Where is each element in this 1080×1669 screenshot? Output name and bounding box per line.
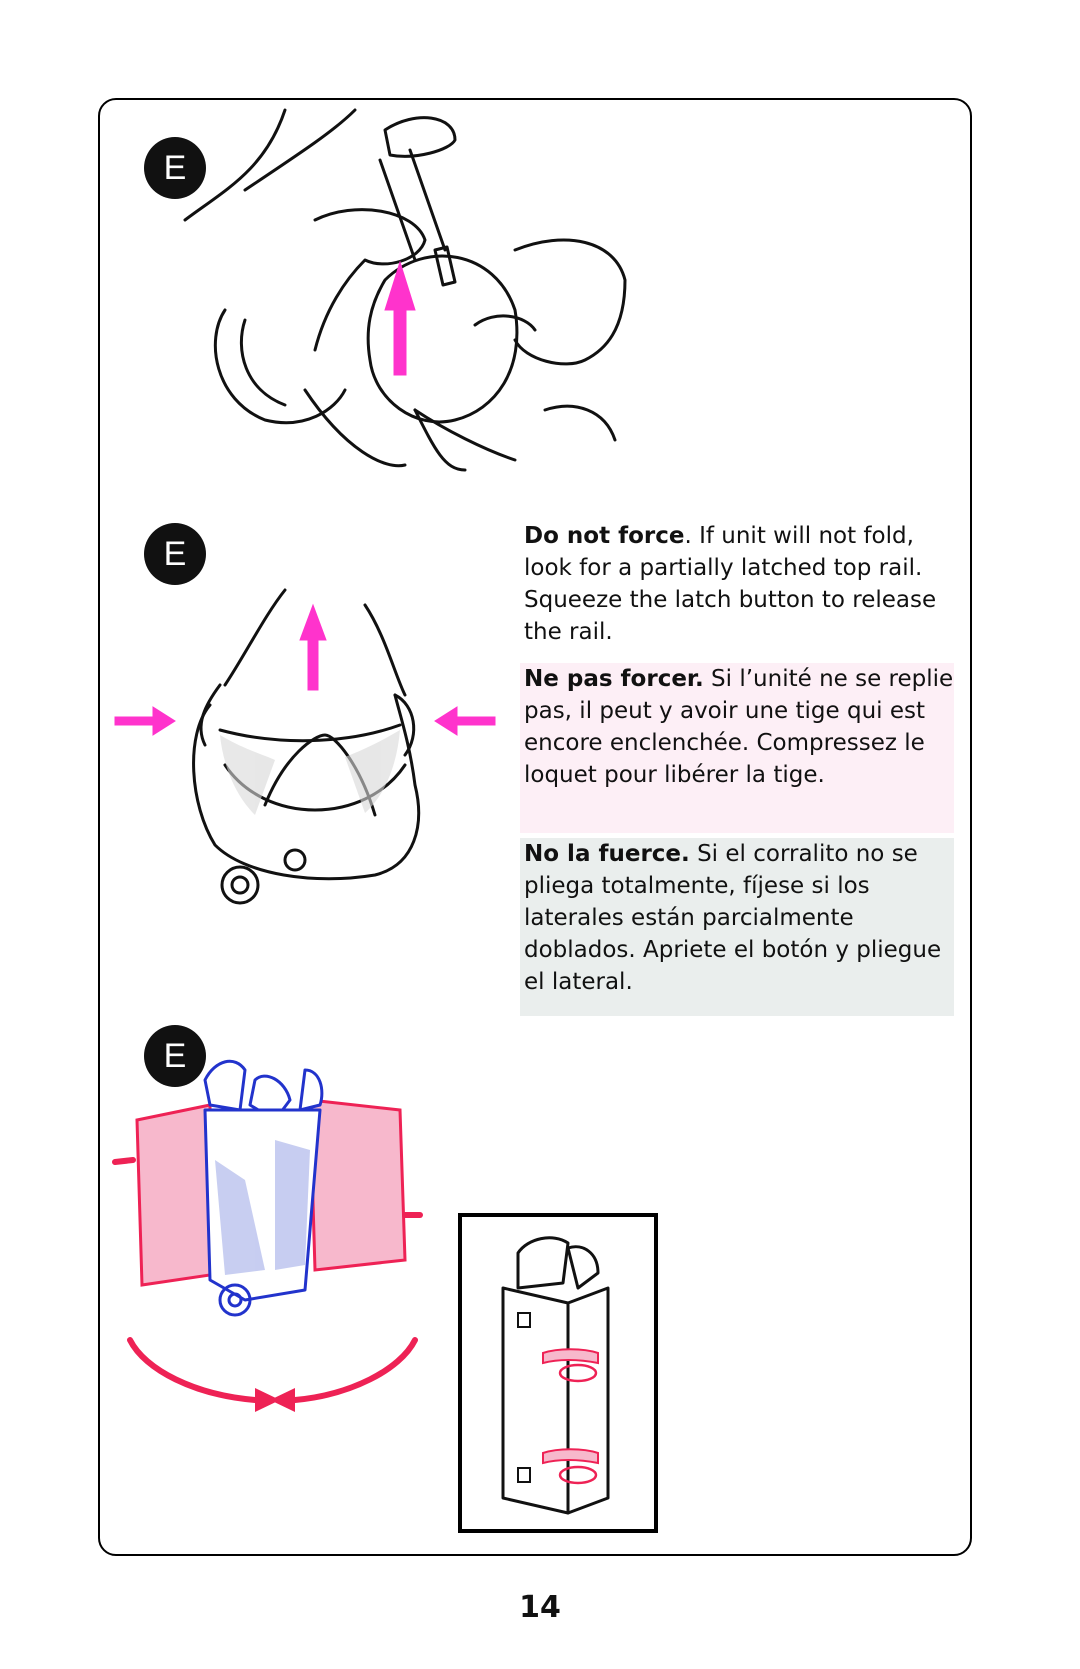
step-badge-2: E: [144, 523, 206, 585]
instruction-fr-lead: Ne pas forcer.: [524, 666, 704, 692]
step-badge-1: E: [144, 137, 206, 199]
illustration-squeeze-sides: [114, 588, 496, 905]
instruction-en-body: . If unit will not fold, look for a part…: [524, 523, 937, 645]
page-frame: [98, 98, 972, 1556]
instruction-es-lead: No la fuerce.: [524, 841, 690, 867]
instruction-es: No la fuerce. Si el corralito no se plie…: [520, 838, 954, 1016]
illustration-lift-center: [183, 108, 627, 472]
instruction-es-body: Si el corralito no se pliega totalmente,…: [524, 841, 942, 995]
instruction-en-lead: Do not force: [524, 523, 685, 549]
step-badge-3: E: [144, 1025, 206, 1087]
illustration-wrap-panels: [112, 1059, 423, 1412]
instruction-fr-body: Si l’unité ne se replie pas, il peut y a…: [524, 666, 954, 788]
instruction-en: Do not force. If unit will not fold, loo…: [524, 520, 954, 648]
instruction-fr: Ne pas forcer. Si l’unité ne se replie p…: [520, 663, 954, 833]
illustration-folded-unit: [458, 1213, 658, 1533]
page-number: 14: [519, 1590, 561, 1625]
